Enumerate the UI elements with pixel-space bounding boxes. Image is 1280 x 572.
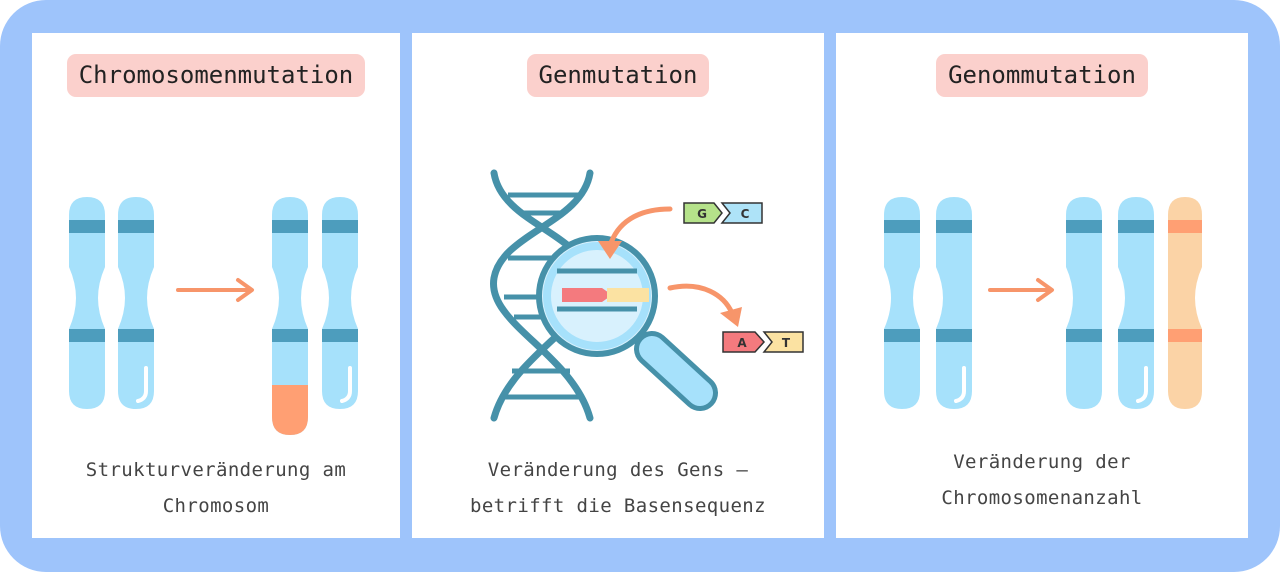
description-line: Veränderung des Gens – [412,452,824,488]
mutated-chromosome-icon [272,197,358,435]
description-line: Strukturveränderung am [32,452,400,488]
chromosome-icon [884,197,972,409]
panel-genommutation: Genommutation [836,33,1248,538]
base-label: A [737,336,747,350]
panel-genmutation: Genmutation [412,33,824,538]
base-pair-at: A T [723,332,803,352]
arrow-right-icon [990,280,1052,300]
description-line: betrifft die Basensequenz [412,488,824,524]
base-label: C [741,207,750,221]
base-pair-gc: G C [684,203,762,223]
panel-description: Strukturveränderung am Chromosom [32,452,400,524]
description-line: Chromosomenanzahl [836,480,1248,516]
panel-chromosomenmutation: Chromosomenmutation [32,33,400,538]
panel-description: Veränderung des Gens – betrifft die Base… [412,452,824,524]
description-line: Veränderung der [836,444,1248,480]
arrow-right-icon [178,280,252,300]
base-label: G [697,207,707,221]
panel-description: Veränderung der Chromosomenanzahl [836,444,1248,516]
genome-mutation-illustration [836,33,1248,453]
trisomy-chromosomes-icon [1066,197,1202,409]
chromosome-icon [69,197,154,409]
chromosome-structure-illustration [32,33,400,453]
base-label: T [782,336,791,350]
gene-mutation-illustration: G C A T [412,33,824,453]
description-line: Chromosom [32,488,400,524]
